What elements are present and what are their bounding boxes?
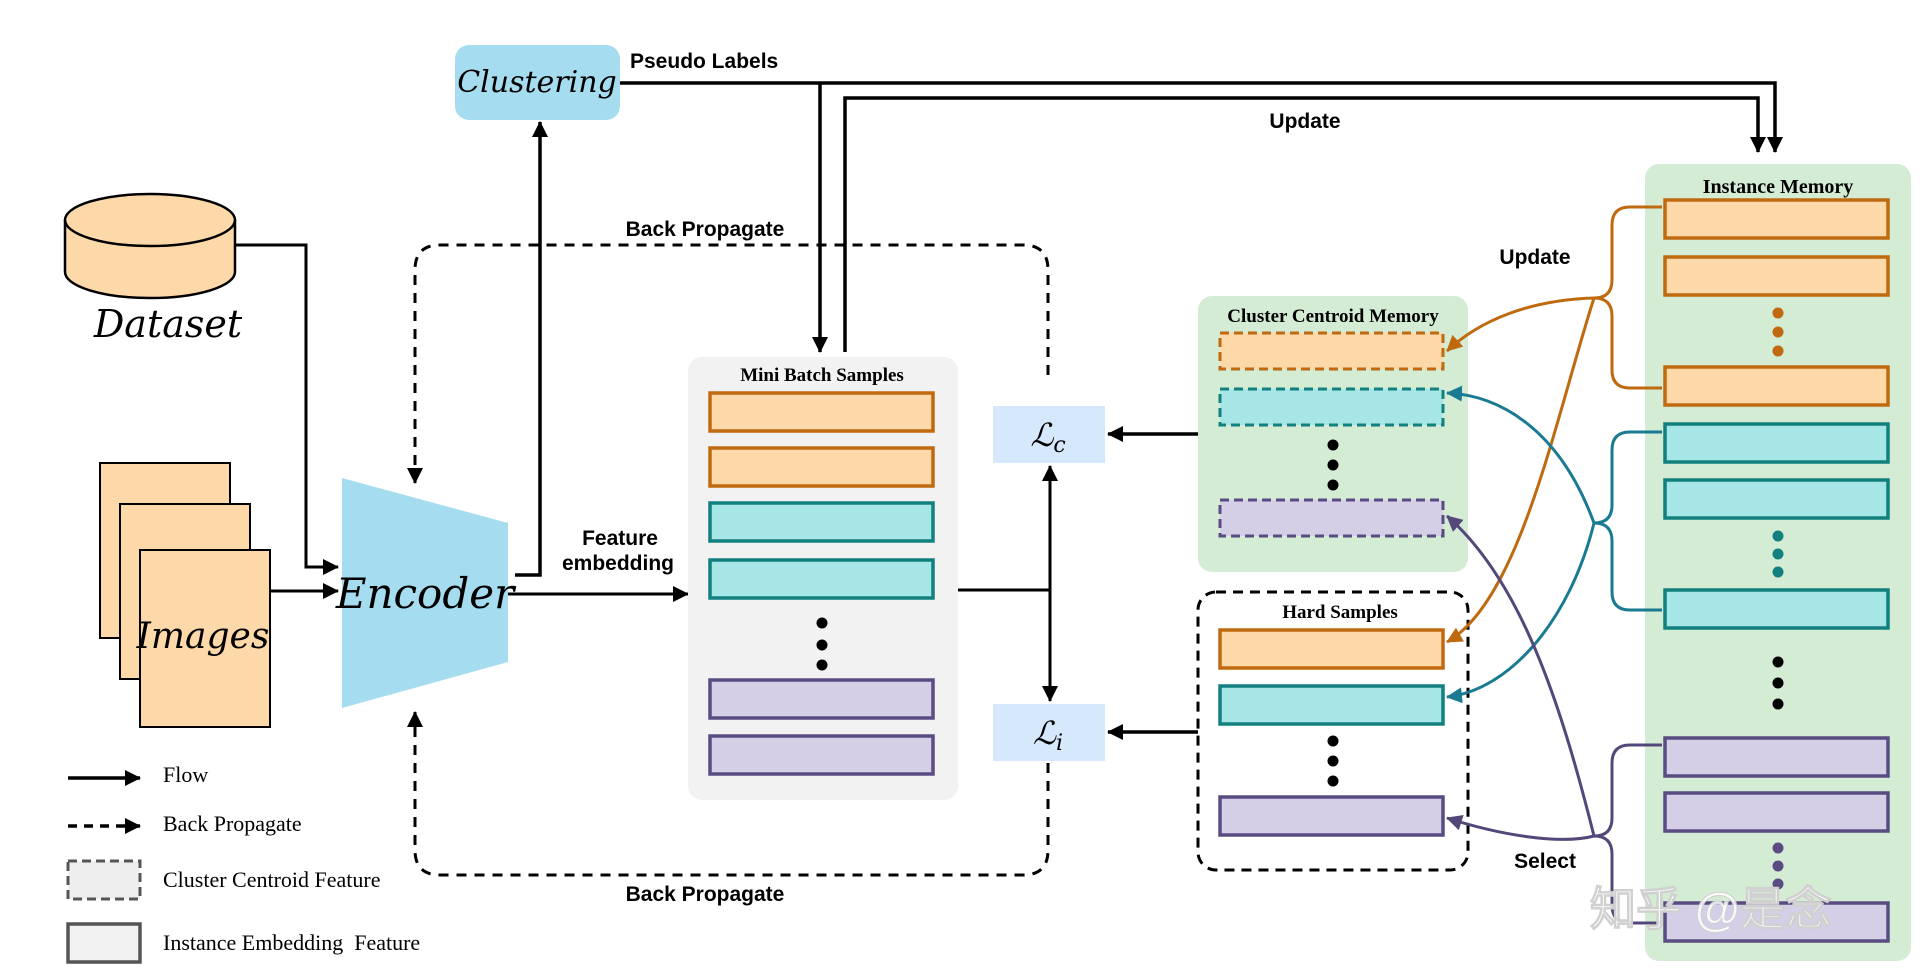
instance-teal-2 — [1663, 478, 1890, 520]
mini-batch-orange-2 — [708, 446, 935, 488]
mini-batch-purple-2 — [708, 734, 935, 776]
purple-select-hard-arrow — [1446, 814, 1595, 841]
pseudo-labels-arrows — [620, 81, 1783, 353]
mini-batch-teal-1 — [708, 501, 935, 543]
centroid-purple — [1218, 498, 1445, 538]
hard-samples-title: Hard Samples — [1282, 602, 1398, 623]
feature-embedding-line1: Feature — [582, 527, 658, 550]
dataset-cylinder: Dataset — [63, 192, 243, 346]
instance-purple-2 — [1663, 791, 1890, 833]
images-stack: Images — [99, 462, 271, 728]
legend-flow: Flow — [68, 762, 208, 787]
mini-batch-purple-1 — [708, 678, 935, 720]
clustering-label: Clustering — [457, 65, 617, 100]
cluster-centroid-memory-panel: Cluster Centroid Memory — [1198, 296, 1468, 572]
instance-teal-3 — [1663, 588, 1890, 630]
loss-c-subscript: c — [1053, 433, 1065, 458]
legend-instance-embedding-feature: Instance Embedding Feature — [66, 922, 420, 964]
encoder-label: Encoder — [335, 569, 517, 618]
teal-update-centroid-arrow — [1446, 385, 1596, 524]
hard-samples-panel: Hard Samples — [1196, 590, 1470, 872]
centroid-orange — [1218, 331, 1445, 371]
instance-teal-1 — [1663, 422, 1890, 464]
legend-instance-embedding-feature-label: Instance Embedding Feature — [163, 930, 420, 955]
instance-teal-ellipsis — [1772, 530, 1784, 578]
loss-i-node: ℒi — [993, 704, 1105, 761]
mini-batch-to-loss-arrows — [958, 465, 1058, 702]
mini-batch-teal-2 — [708, 558, 935, 600]
pseudo-labels-label: Pseudo Labels — [630, 50, 778, 73]
instance-orange-1 — [1663, 198, 1890, 240]
legend-cluster-centroid-feature-label: Cluster Centroid Feature — [163, 867, 381, 892]
loss-c-node: ℒc — [993, 406, 1105, 463]
watermark: 知乎 @是念 — [1590, 883, 1832, 935]
cluster-centroid-memory-title: Cluster Centroid Memory — [1227, 306, 1439, 327]
images-label: Images — [136, 616, 270, 657]
update-select-arrows — [1445, 296, 1596, 841]
orange-update-hard-arrow — [1446, 297, 1596, 644]
feature-embedding-line2: embedding — [562, 552, 674, 575]
loss-i-symbol: ℒ — [1033, 714, 1057, 752]
dataset-label: Dataset — [93, 302, 243, 346]
instance-purple-3 — [1663, 901, 1890, 943]
legend-back-propagate: Back Propagate — [68, 811, 302, 836]
legend-flow-label: Flow — [163, 762, 208, 787]
loss-i-subscript: i — [1056, 731, 1063, 756]
instance-orange-2 — [1663, 255, 1890, 297]
dataset-to-encoder-arrow — [235, 243, 339, 575]
svg-text:ℒi: ℒi — [1033, 714, 1063, 756]
mini-batch-panel: Mini Batch Samples — [688, 357, 958, 800]
clustering-node: Clustering — [455, 45, 620, 120]
instance-orange-3 — [1663, 365, 1890, 407]
centroid-teal — [1218, 387, 1445, 427]
mini-batch-orange-1 — [708, 391, 935, 433]
instance-memory-panel: Instance Memory — [1645, 164, 1911, 961]
back-propagate-bottom-label: Back Propagate — [626, 883, 785, 906]
encoder-node: Encoder — [335, 478, 517, 708]
orange-update-centroid-arrow — [1445, 296, 1595, 353]
instance-purple-ellipsis — [1772, 842, 1784, 890]
instance-memory-title: Instance Memory — [1703, 176, 1854, 198]
svg-text:ℒc: ℒc — [1030, 416, 1065, 458]
instance-purple-1 — [1663, 736, 1890, 778]
loss-c-symbol: ℒ — [1030, 416, 1054, 454]
teal-update-hard-arrow — [1446, 522, 1596, 704]
instance-group-ellipsis — [1772, 656, 1784, 710]
hard-sample-teal — [1218, 684, 1445, 726]
hard-samples-ellipsis — [1327, 735, 1339, 787]
legend-back-propagate-label: Back Propagate — [163, 811, 302, 836]
legend: Flow Back Propagate Cluster Centroid Fea… — [66, 762, 420, 964]
select-label: Select — [1514, 850, 1576, 873]
back-propagate-top-label: Back Propagate — [626, 218, 785, 241]
purple-select-centroid-arrow — [1446, 514, 1596, 837]
instance-orange-ellipsis — [1772, 307, 1784, 357]
mini-batch-title: Mini Batch Samples — [740, 365, 904, 386]
centroid-ellipsis — [1327, 439, 1339, 491]
hard-sample-purple — [1218, 795, 1445, 837]
encoder-to-clustering-arrow — [515, 121, 548, 577]
legend-cluster-centroid-feature: Cluster Centroid Feature — [66, 859, 381, 901]
hard-sample-orange — [1218, 628, 1445, 670]
update-right-label: Update — [1499, 246, 1570, 269]
update-top-label: Update — [1269, 110, 1340, 133]
back-propagate-loop — [407, 243, 1050, 877]
mini-batch-ellipsis — [816, 617, 828, 671]
